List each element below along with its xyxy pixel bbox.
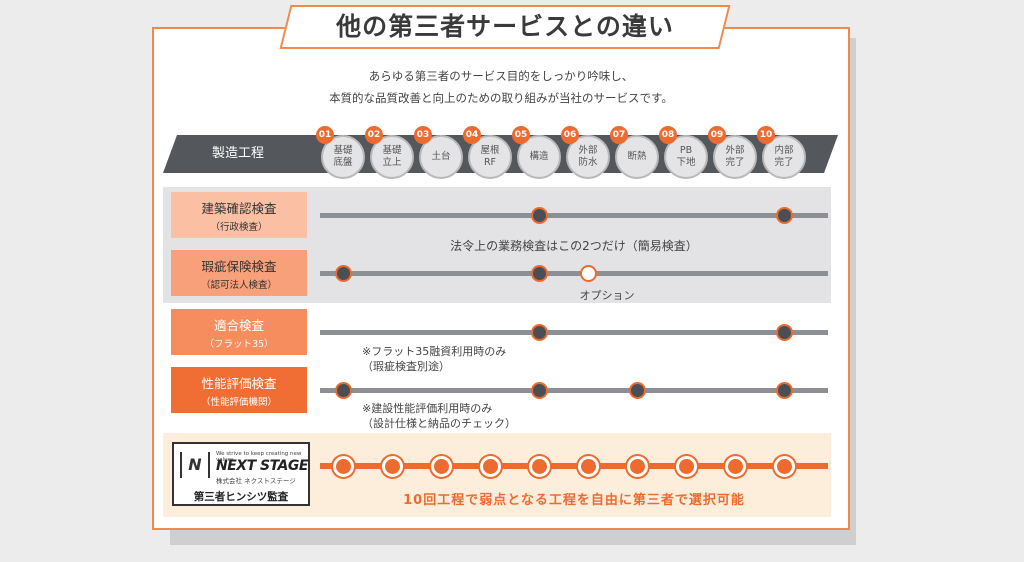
page-title: 他の第三者サービスとの違い [336,12,674,41]
nextstage-brand: NEXT STAGE [216,458,308,474]
nextstage-dot [333,456,354,477]
inspection-label-1: 建築確認検査 （行政検査） [171,192,307,238]
process-step-number-10: 10 [757,126,775,144]
nextstage-dot [627,456,648,477]
nextstage-dot [774,456,795,477]
process-step-number-04: 04 [463,126,481,144]
process-label: 製造工程 [211,146,264,161]
nextstage-dot [725,456,746,477]
nextstage-logo-box: N We strive to keep creating new values.… [172,442,310,506]
intro-line-1: あらゆる第三者のサービス目的をしっかり吟味し、 [368,69,634,83]
inspection-label-4: 性能評価検査 （性能評価機関） [171,367,307,413]
nextstage-dot [578,456,599,477]
nextstage-tagline: We strive to keep creating new values. [216,451,302,463]
process-step-number-09: 09 [708,126,726,144]
inspection-dot [776,382,793,399]
inspection-dot [335,382,352,399]
nextstage-dot [676,456,697,477]
inspection-dot [531,324,548,341]
inspection-sub: （性能評価機関） [200,396,277,408]
inspection-sub: （行政検査） [210,221,268,233]
inspection-line [320,388,828,393]
inspection-label-2: 瑕疵保険検査 （認可法人検査） [171,250,307,296]
process-step-number-06: 06 [561,126,579,144]
inspection-sub: （認可法人検査） [200,279,277,291]
process-step-number-07: 07 [610,126,628,144]
option-dot [580,265,597,282]
inspection-dot [335,265,352,282]
nextstage-company: 株式会社 ネクストステージ [216,477,296,485]
option-label: オプション [579,289,635,302]
inspection-name: 瑕疵保険検査 [201,258,277,274]
nextstage-caption: 10回工程で弱点となる工程を自由に第三者で選択可能 [403,493,745,508]
performance-note: ※建設性能評価利用時のみ （設計仕様と納品のチェック） [362,402,516,430]
inspection-name: 性能評価検査 [201,375,277,391]
inspection-dot [776,324,793,341]
process-step-number-01: 01 [316,126,334,144]
nextstage-dot [382,456,403,477]
inspection-label-3: 適合検査 （フラット35） [171,309,307,355]
inspection-name: 適合検査 [213,317,264,333]
intro-line-2: 本質的な品質改善と向上のための取り組みが当社のサービスです。 [329,91,673,105]
legal-note: 法令上の業務検査はこの2つだけ（簡易検査） [450,239,698,253]
inspection-line [320,330,828,335]
inspection-dot [629,382,646,399]
nextstage-mark-icon: N [180,452,210,478]
nextstage-line [320,463,828,469]
nextstage-dot [480,456,501,477]
inspection-sub: （フラット35） [204,338,274,350]
inspection-line [320,271,828,276]
process-step-number-08: 08 [659,126,677,144]
nextstage-dot [529,456,550,477]
nextstage-service: 第三者ヒンシツ監査 [193,491,289,503]
inspection-dot [531,207,548,224]
process-step-01: 基礎 底盤 [321,135,365,179]
inspection-dot [531,382,548,399]
inspection-line [320,213,828,218]
process-step-number-03: 03 [414,126,432,144]
process-step-number-05: 05 [512,126,530,144]
flat35-note: ※フラット35融資利用時のみ （瑕疵検査別途） [362,345,507,373]
inspection-name: 建築確認検査 [201,200,277,216]
process-step-number-02: 02 [365,126,383,144]
nextstage-dot [431,456,452,477]
inspection-dot [531,265,548,282]
inspection-dot [776,207,793,224]
